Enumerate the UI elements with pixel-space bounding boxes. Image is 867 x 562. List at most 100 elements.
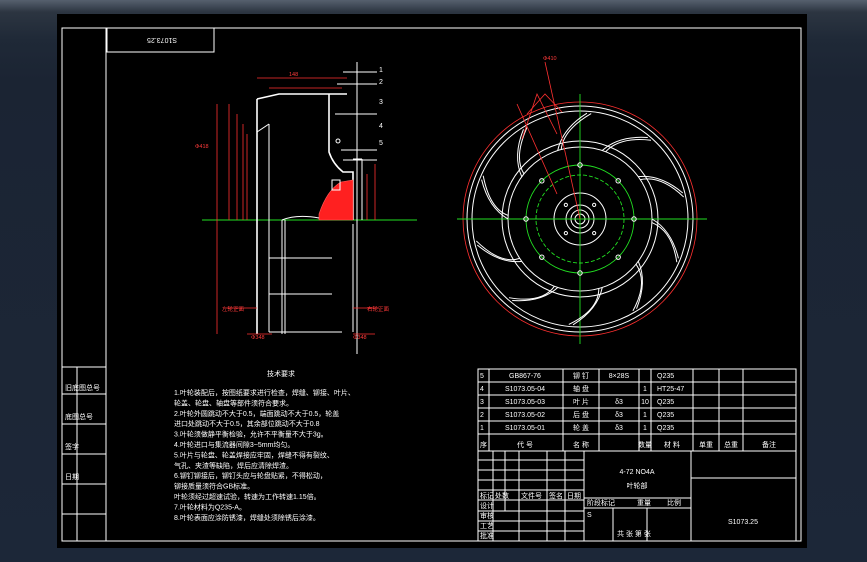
hub-hole bbox=[592, 202, 597, 207]
blade-line bbox=[475, 240, 520, 261]
tb-s: S bbox=[587, 512, 592, 519]
note-line: 7.叶轮材料为Q235-A。 bbox=[174, 502, 246, 511]
bom-cell: δ3 bbox=[615, 399, 623, 406]
rivet-hole bbox=[615, 178, 621, 184]
blade-line bbox=[651, 218, 679, 259]
bom-cell: 1 bbox=[643, 386, 647, 393]
code-box-text: S1073.25 bbox=[147, 36, 177, 43]
cad-drawing: S1073.25 旧底图总号 底图总号 签字 日期 bbox=[61, 27, 802, 542]
dim-width: 148 bbox=[289, 72, 298, 78]
callout-2: 2 bbox=[379, 79, 383, 86]
dim-left-plane: 左轮正面 bbox=[222, 305, 245, 313]
hub-hole bbox=[592, 231, 597, 236]
left-strip: 旧底图总号 底图总号 签字 日期 bbox=[62, 366, 106, 541]
blade-line bbox=[638, 175, 684, 194]
left-strip-0: 旧底图总号 bbox=[65, 383, 100, 392]
tb-check: 审核 bbox=[480, 511, 494, 520]
blade-line bbox=[572, 287, 603, 326]
bom-cell: 5 bbox=[480, 373, 484, 380]
tb-design: 设计 bbox=[480, 501, 494, 510]
note-line: 6.铆钉铆接后，铆钉头应与轮盘贴紧，不得松动， bbox=[174, 471, 327, 480]
bom-header-6: 总重 bbox=[724, 440, 738, 449]
blade-line bbox=[601, 136, 648, 151]
note-line: 进口处跳动不大于0.5，其余部位跳动不大于0.8 bbox=[174, 419, 320, 428]
note-line: 轮盖、轮盘、轴盘等部件须符合要求。 bbox=[174, 398, 293, 407]
rivet-hole bbox=[523, 216, 529, 222]
tb-count: 处数 bbox=[495, 491, 509, 500]
tb-stage: 阶段标记 bbox=[587, 498, 615, 507]
rivet-hole bbox=[539, 254, 545, 260]
bom-cell: Q235 bbox=[657, 373, 674, 380]
bom-cell: 4 bbox=[480, 386, 484, 393]
blade-line bbox=[605, 139, 652, 153]
bom-header-2: 名 称 bbox=[573, 440, 589, 449]
bom-cell: Q235 bbox=[657, 425, 674, 432]
title-block: 4-72 NO4A 叶轮部 S1073.25 标记 处数 文件号 签名 日期 设… bbox=[477, 450, 797, 542]
tb-mark: 标记 bbox=[480, 491, 494, 500]
bom-cell: 1 bbox=[643, 412, 647, 419]
dim-right-plane: 右轮正面 bbox=[367, 305, 390, 313]
bom-cell: 1 bbox=[643, 425, 647, 432]
left-strip-2: 签字 bbox=[65, 442, 79, 451]
note-line: 气孔、夹渣等缺陷，焊后应清除焊渣。 bbox=[174, 461, 293, 470]
bom-cell: 轴 盘 bbox=[573, 384, 589, 393]
callout-3: 3 bbox=[379, 99, 383, 106]
blade-line bbox=[519, 126, 528, 175]
tb-file: 文件号 bbox=[521, 491, 542, 500]
tb-weight: 重量 bbox=[637, 499, 651, 507]
note-line: 1.叶轮装配后，按图纸要求进行检查，焊缝、铆接、叶片、 bbox=[174, 388, 355, 397]
bom-cell: GB867-76 bbox=[509, 373, 541, 380]
dim-bottom-left: Φ348 bbox=[251, 335, 265, 341]
callout-4: 4 bbox=[379, 123, 383, 130]
blade-line bbox=[640, 178, 685, 198]
drawing-frame bbox=[105, 27, 802, 542]
note-line: 2.叶轮外圆跳动不大于0.5，端面跳动不大于0.5，轮盖 bbox=[174, 409, 339, 418]
bom-cell: 3 bbox=[480, 399, 484, 406]
bom-cell: S1073.05-02 bbox=[505, 412, 545, 419]
left-strip-1: 底图总号 bbox=[65, 412, 93, 421]
blade-line bbox=[560, 113, 592, 150]
blade-line bbox=[512, 287, 559, 302]
bom-header-4: 材 料 bbox=[664, 440, 680, 449]
drawing-number: S1073.25 bbox=[728, 519, 758, 526]
note-line: 铆接质量须符合GB标准。 bbox=[174, 482, 254, 491]
tb-ratio: 比例 bbox=[667, 498, 681, 507]
callout-1: 1 bbox=[379, 67, 383, 74]
dim-bottom-right: Φ348 bbox=[353, 335, 367, 341]
rivet-hole bbox=[539, 178, 545, 184]
bom-cell: S1073.05-04 bbox=[505, 386, 545, 393]
hub-hole bbox=[563, 231, 568, 236]
bom-header-5: 单重 bbox=[699, 440, 713, 449]
rivet-hole bbox=[577, 270, 583, 276]
blade-line bbox=[651, 222, 678, 263]
tb-craft: 工艺 bbox=[480, 522, 494, 530]
part-name: 叶轮部 bbox=[627, 481, 648, 490]
blade-line bbox=[517, 129, 524, 177]
rivet-hole bbox=[577, 162, 583, 168]
left-strip-3: 日期 bbox=[65, 473, 79, 481]
dim-front: Φ410 bbox=[543, 56, 557, 62]
tb-date: 日期 bbox=[567, 492, 581, 500]
notes-title: 技术要求 bbox=[267, 369, 295, 378]
note-line: 4.叶轮进口与集流器间隙3~5mm均匀。 bbox=[174, 440, 294, 449]
note-line: 8.叶轮表面应涂防锈漆，焊缝处须除锈后涂漆。 bbox=[174, 513, 320, 522]
blade-line bbox=[508, 285, 555, 300]
bom-cell: HT25-47 bbox=[657, 386, 684, 393]
blade-line bbox=[482, 175, 509, 216]
note-line: 5.叶片与轮盘、轮盖焊接应牢固，焊缝不得有裂纹、 bbox=[174, 450, 334, 459]
blade-line bbox=[557, 112, 588, 151]
bom-cell: S1073.05-01 bbox=[505, 425, 545, 432]
callout-5: 5 bbox=[379, 140, 383, 147]
bom-header-0: 序 bbox=[480, 440, 487, 449]
note-line: 3.叶轮须做静平衡检验，允许不平衡量不大于3g。 bbox=[174, 430, 328, 439]
hub-hole bbox=[563, 202, 568, 207]
code-box bbox=[106, 27, 215, 53]
front-view: Φ410 bbox=[457, 56, 707, 344]
blade-line bbox=[481, 179, 509, 220]
bom-cell: 铆 钉 bbox=[573, 371, 589, 380]
bom-header-7: 备注 bbox=[762, 440, 776, 449]
side-section-view: 1 2 3 4 5 Φ418 148 左轮正面 右轮正面 Φ348 Φ348 bbox=[195, 62, 417, 354]
bom-cell: 轮 盖 bbox=[573, 423, 589, 432]
